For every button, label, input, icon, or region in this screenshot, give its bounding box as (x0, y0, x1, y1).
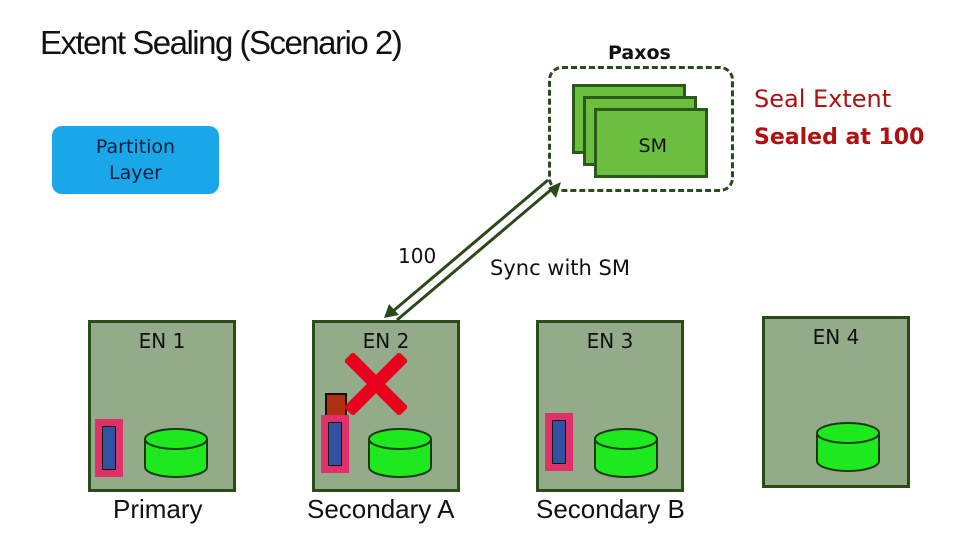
paxos-group (548, 66, 734, 192)
extent-node-en3: EN 3 (536, 320, 684, 492)
node-role-secondary-a: Secondary A (307, 494, 455, 524)
extent-icon (321, 415, 349, 473)
extent-node-en2: EN 2 (312, 320, 460, 492)
disk-icon (594, 428, 658, 478)
seal-extent-label: Seal Extent (754, 85, 892, 113)
disk-icon (144, 428, 208, 478)
node-label: EN 2 (362, 329, 410, 353)
node-role-secondary-b: Secondary B (536, 494, 685, 524)
sm-replica-front: SM (594, 108, 708, 178)
node-label: EN 1 (138, 329, 186, 353)
extent-node-en4: EN 4 (762, 316, 910, 488)
slide-title: Extent Sealing (Scenario 2) (40, 24, 403, 61)
disk-icon (368, 428, 432, 478)
partition-layer: Partition Layer (52, 126, 219, 194)
sealed-at-label: Sealed at 100 (754, 125, 925, 150)
paxos-label: Paxos (608, 42, 671, 64)
seal-offset-value: 100 (398, 244, 437, 268)
node-label: EN 3 (586, 329, 634, 353)
extent-icon (95, 419, 123, 477)
failure-x-icon (345, 353, 407, 415)
extent-icon (545, 413, 573, 471)
disk-icon (816, 422, 880, 472)
extent-node-en1: EN 1 (88, 320, 236, 492)
node-role-primary: Primary (113, 494, 203, 524)
sync-label: Sync with SM (490, 256, 630, 280)
sm-label: SM (638, 135, 667, 157)
node-label: EN 4 (812, 325, 860, 349)
